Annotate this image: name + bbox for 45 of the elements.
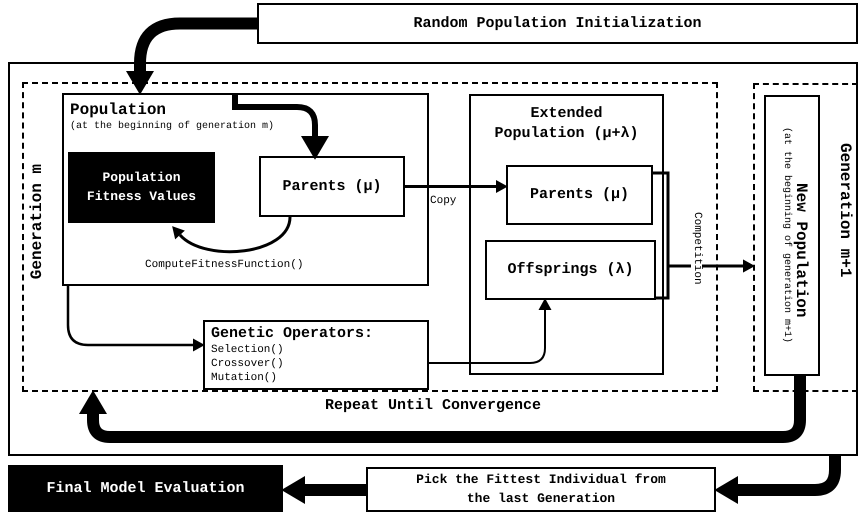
arrow xyxy=(656,260,755,300)
box-label: Parents (μ) xyxy=(528,185,630,206)
process-box xyxy=(469,94,664,375)
arrow xyxy=(79,376,806,443)
box-label: Random Population Initialization xyxy=(412,14,703,34)
box-label: Pick the Fittest Individual from the last Generation xyxy=(415,470,667,508)
dashed-group-box xyxy=(753,83,858,392)
box-label: Parents (μ) xyxy=(281,176,383,197)
process-box xyxy=(62,93,429,286)
function-name: Crossover() xyxy=(211,358,285,370)
group-label: Generation m xyxy=(28,164,46,280)
arrow xyxy=(281,476,366,504)
process-box xyxy=(506,165,653,225)
box-title: Genetic Operators: xyxy=(211,325,374,342)
box-subtitle: (at the beginning of generation m) xyxy=(70,121,276,132)
process-box xyxy=(203,320,429,390)
process-box xyxy=(485,240,656,300)
box-title: Population xyxy=(70,101,168,119)
edge-label: ComputeFitnessFunction() xyxy=(145,260,304,271)
group-label: Generation m+1 xyxy=(836,143,854,278)
box-subtitle: (at the beginning of generation m+1) xyxy=(781,127,792,344)
box-title: Extended Population (μ+λ) xyxy=(493,104,640,144)
arrow xyxy=(714,456,841,504)
process-box xyxy=(68,152,215,223)
arrow xyxy=(126,18,257,95)
arrow xyxy=(66,286,205,352)
dashed-group-box xyxy=(22,82,718,392)
arrow xyxy=(405,180,508,193)
process-box xyxy=(257,3,858,44)
box-label: Final Model Evaluation xyxy=(45,478,246,499)
box-label: Population Fitness Values xyxy=(86,168,198,206)
edge-label: Repeat Until Convergence xyxy=(325,398,542,413)
box-label: Offsprings (λ) xyxy=(506,260,635,280)
arrow xyxy=(429,298,552,364)
function-name: Selection() xyxy=(211,344,285,356)
process-box xyxy=(366,467,716,512)
process-box xyxy=(259,156,405,217)
function-name: Mutation() xyxy=(211,372,278,384)
process-box xyxy=(764,95,820,376)
edge-label: Competition xyxy=(691,212,702,285)
arrow xyxy=(232,93,329,160)
process-box xyxy=(8,465,283,512)
arrow xyxy=(170,216,292,254)
edge-label: Copy xyxy=(430,196,456,207)
box-title: New Population xyxy=(792,183,810,318)
